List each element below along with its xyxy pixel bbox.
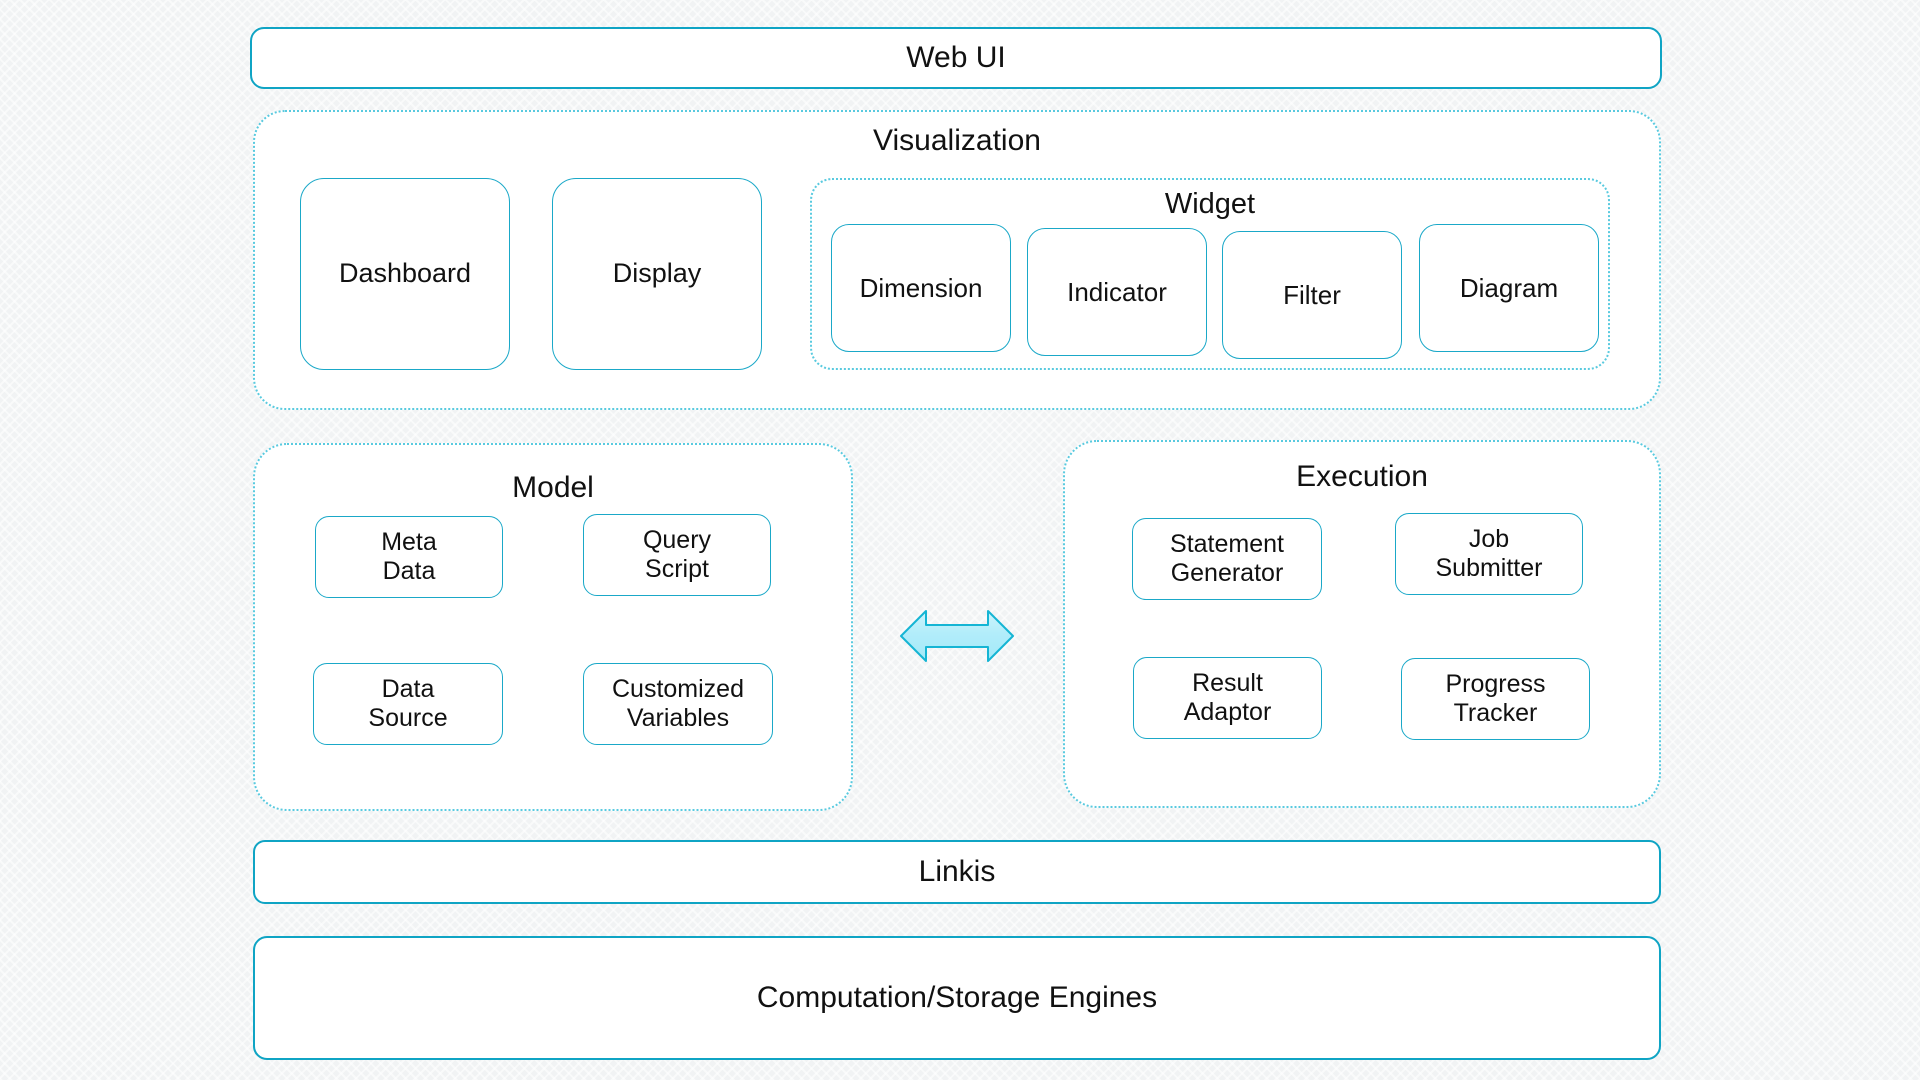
layer-linkis[interactable]: Linkis <box>253 840 1661 904</box>
double-headed-arrow-icon <box>900 610 1014 662</box>
diagram-label: Diagram <box>1459 272 1559 303</box>
layer-web-ui[interactable]: Web UI <box>250 27 1662 89</box>
filter-label: Filter <box>1283 279 1341 310</box>
visualization-item-display[interactable]: Display <box>552 178 762 370</box>
execution-title: Execution <box>1296 460 1428 493</box>
layer-model: Model <box>253 443 853 811</box>
layer-execution: Execution <box>1063 440 1661 808</box>
widget-item-indicator[interactable]: Indicator <box>1027 228 1207 356</box>
model-title: Model <box>512 471 594 504</box>
engines-label: Computation/Storage Engines <box>756 981 1158 1015</box>
widget-item-dimension[interactable]: Dimension <box>831 224 1011 352</box>
widget-title: Widget <box>1164 188 1256 220</box>
display-label: Display <box>612 258 702 289</box>
widget-item-filter[interactable]: Filter <box>1222 231 1402 359</box>
web-ui-label: Web UI <box>906 41 1006 75</box>
widget-item-diagram[interactable]: Diagram <box>1419 224 1599 352</box>
dashboard-label: Dashboard <box>338 258 472 289</box>
indicator-label: Indicator <box>1067 276 1167 307</box>
dimension-label: Dimension <box>859 272 983 303</box>
visualization-title: Visualization <box>873 124 1041 157</box>
visualization-item-dashboard[interactable]: Dashboard <box>300 178 510 370</box>
layer-computation-storage-engines[interactable]: Computation/Storage Engines <box>253 936 1661 1060</box>
linkis-label: Linkis <box>918 855 996 889</box>
